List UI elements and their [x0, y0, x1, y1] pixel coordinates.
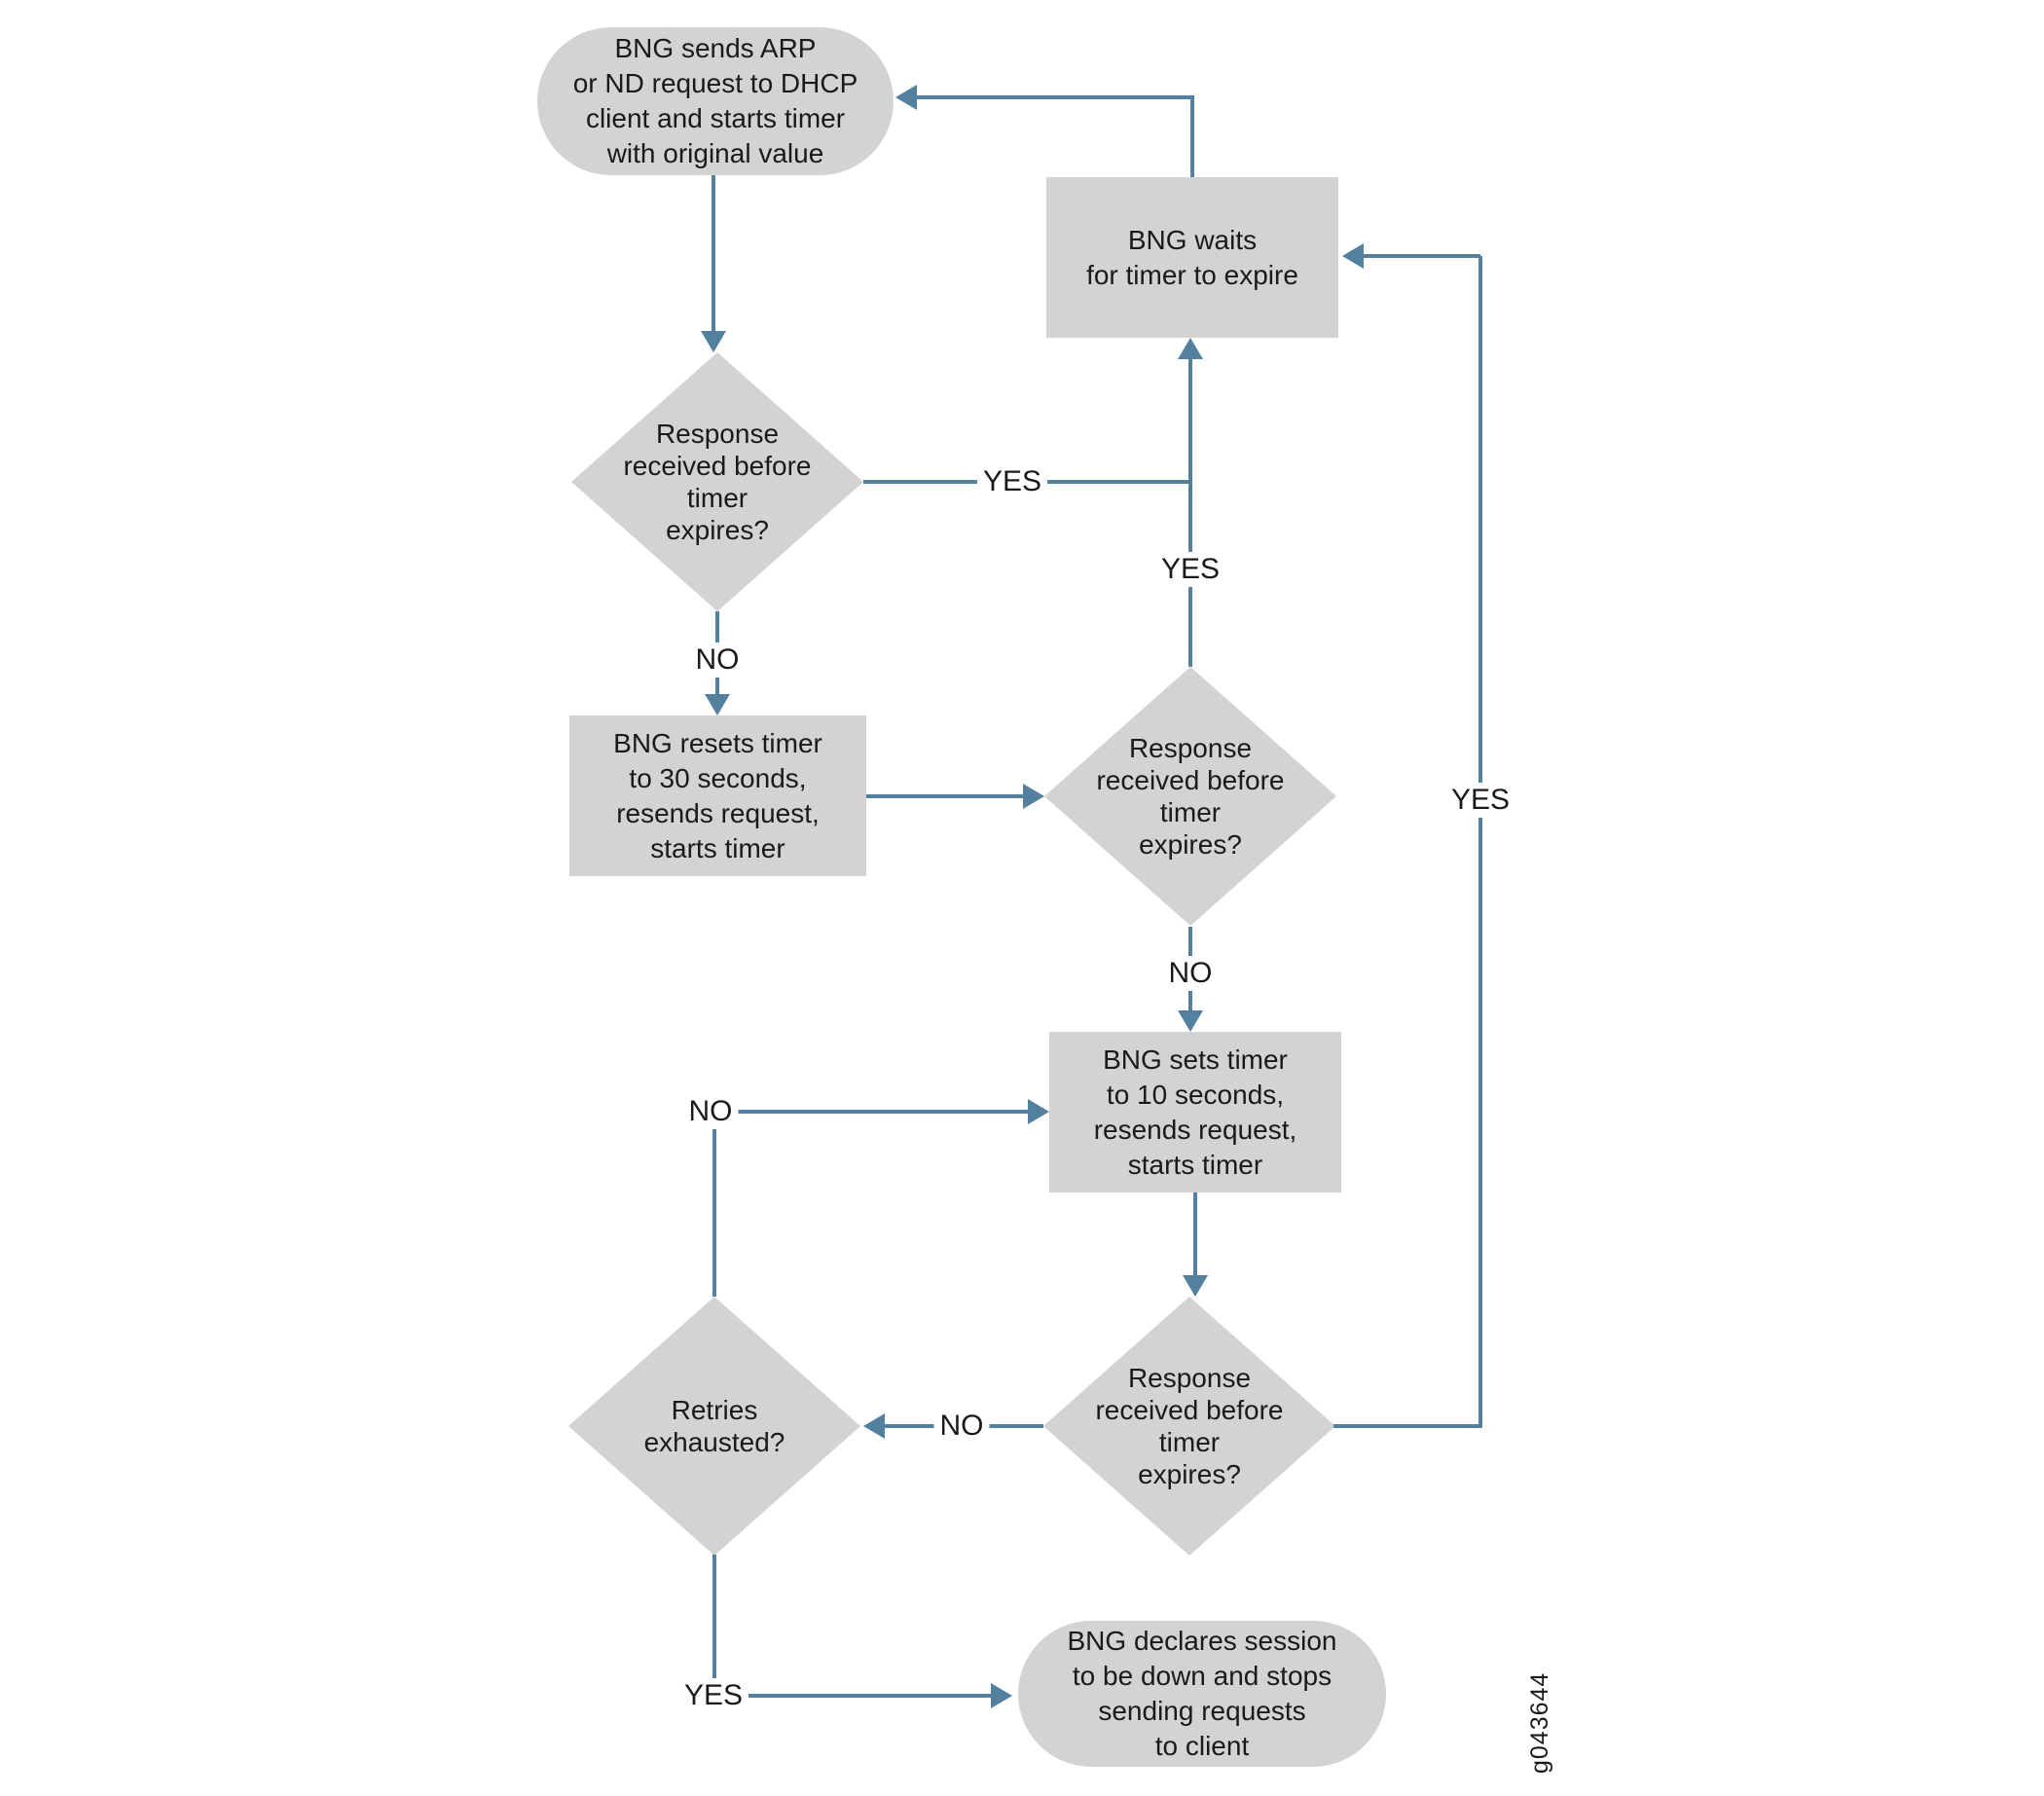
node-decision-response-2: Response received before timer expires? [1044, 667, 1336, 926]
edge-label-no: NO [933, 1409, 990, 1444]
arrowhead-left-icon [895, 85, 917, 110]
arrowhead-right-icon [1028, 1099, 1049, 1124]
arrowhead-down-icon [701, 331, 726, 352]
node-decision-response-3: Response received before timer expires? [1043, 1297, 1335, 1556]
edge-retries-yes-horizontal-line [712, 1694, 991, 1698]
node-reset-timer-30s-process: BNG resets timer to 30 seconds, resends … [569, 715, 866, 876]
edge-retries-yes-vertical-line [712, 1555, 716, 1698]
node-decision-retries-exhausted: Retries exhausted? [568, 1297, 860, 1556]
edge-retries-no-vertical-line [712, 1116, 716, 1297]
arrowhead-down-icon [705, 694, 730, 715]
edge-label-no: NO [1162, 956, 1219, 991]
figure-id-label: g043644 [1526, 1671, 1553, 1774]
edge-retries-no-horizontal-line [712, 1110, 1028, 1114]
arrowhead-right-icon [1023, 784, 1044, 809]
arrowhead-right-icon [991, 1683, 1012, 1708]
edge-label-yes: YES [1154, 552, 1226, 587]
edge-decision3-yes-vertical-line [1478, 256, 1482, 1426]
edge-label-yes: YES [677, 1678, 749, 1713]
arrowhead-up-icon [1178, 338, 1203, 359]
edge-label-yes: YES [1444, 783, 1516, 818]
edge-wait-to-start-vertical-line [1190, 95, 1194, 177]
edge-decision3-yes-top-line [1364, 254, 1480, 258]
node-wait-process: BNG waits for timer to expire [1046, 177, 1338, 338]
edge-label-yes: YES [976, 464, 1048, 499]
edge-set10-to-decision3-line [1193, 1192, 1197, 1275]
arrowhead-down-icon [1183, 1275, 1208, 1297]
edge-start-to-decision1-line [712, 175, 715, 335]
node-decision-response-1: Response received before timer expires? [571, 352, 863, 611]
arrowhead-down-icon [1178, 1010, 1203, 1032]
edge-label-no: NO [682, 1094, 739, 1129]
node-start-terminator: BNG sends ARP or ND request to DHCP clie… [537, 27, 894, 175]
edge-yes-merge-to-wait-line [1188, 359, 1192, 667]
arrowhead-left-icon [1342, 243, 1364, 269]
edge-decision3-yes-bottom-line [1333, 1424, 1482, 1428]
edge-reset30-to-decision2-line [866, 794, 1023, 798]
edge-wait-to-start-horizontal-line [917, 95, 1192, 99]
arrowhead-left-icon [863, 1413, 885, 1439]
edge-label-no: NO [689, 642, 746, 678]
node-set-timer-10s-process: BNG sets timer to 10 seconds, resends re… [1049, 1032, 1341, 1192]
node-end-terminator: BNG declares session to be down and stop… [1018, 1621, 1386, 1767]
